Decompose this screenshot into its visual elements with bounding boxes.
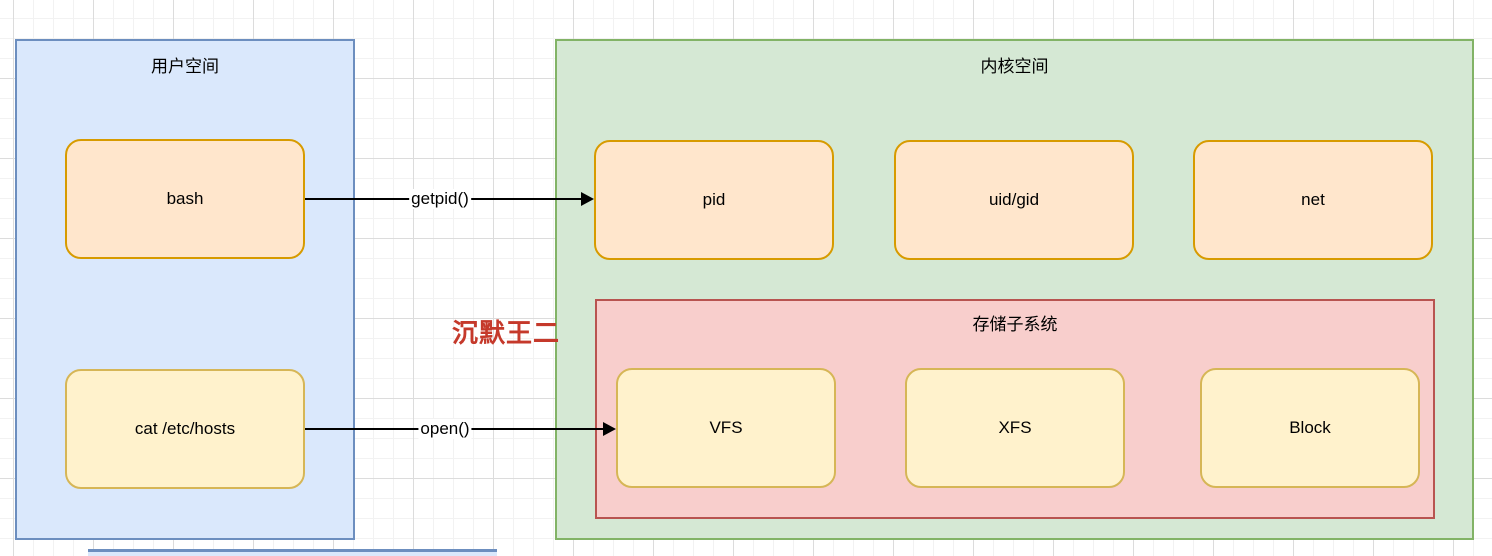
node-pid: pid bbox=[594, 140, 834, 260]
storage-subsystem-title: 存储子系统 bbox=[972, 315, 1058, 334]
arrow-head-icon bbox=[581, 192, 594, 206]
edge-cat-to-vfs: open() bbox=[305, 419, 616, 439]
user-space-title: 用户空间 bbox=[151, 57, 219, 76]
node-uid-gid: uid/gid bbox=[894, 140, 1134, 260]
edge-bash-to-pid: getpid() bbox=[305, 189, 594, 209]
watermark-text: 沉默王二 bbox=[452, 318, 561, 348]
arrow-head-icon bbox=[603, 422, 616, 436]
node-cat-etc-hosts: cat /etc/hosts bbox=[65, 369, 305, 489]
kernel-space-title: 内核空间 bbox=[980, 57, 1049, 76]
edge-open-label: open() bbox=[418, 419, 472, 439]
node-vfs: VFS bbox=[616, 368, 836, 488]
node-net: net bbox=[1193, 140, 1433, 260]
node-bash: bash bbox=[65, 139, 305, 259]
clipped-box-bottom-edge bbox=[88, 549, 497, 556]
node-xfs: XFS bbox=[905, 368, 1125, 488]
node-block: Block bbox=[1200, 368, 1420, 488]
edge-getpid-label: getpid() bbox=[409, 189, 471, 209]
